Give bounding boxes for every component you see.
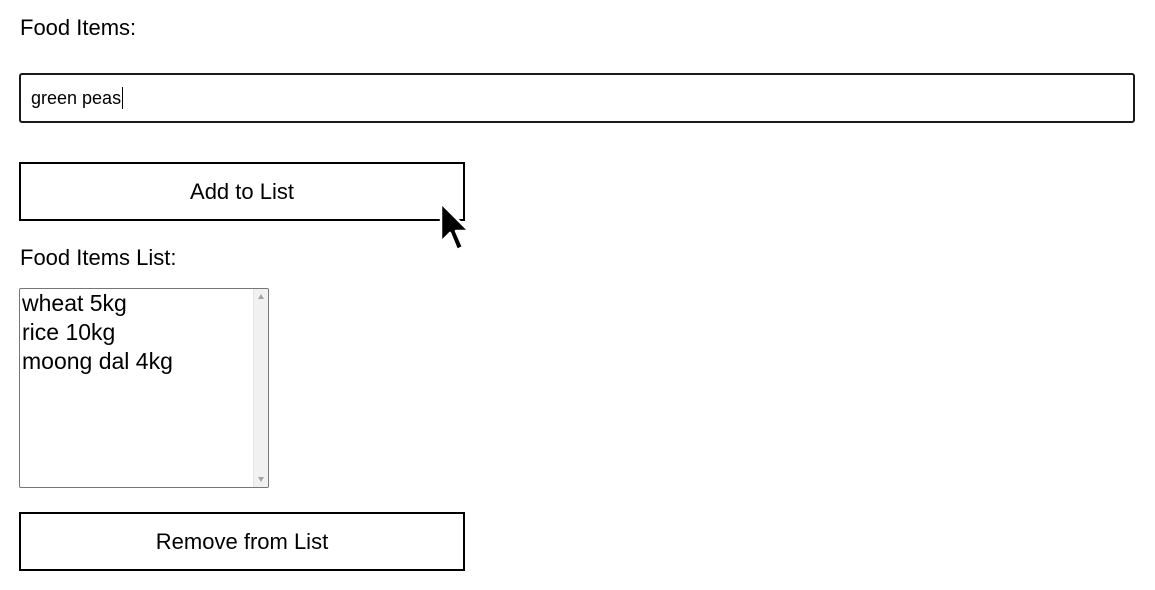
food-items-label: Food Items:: [20, 15, 137, 40]
food-items-listbox[interactable]: wheat 5kg rice 10kg moong dal 4kg: [19, 288, 269, 488]
add-to-list-button[interactable]: Add to List: [19, 162, 465, 221]
list-item[interactable]: rice 10kg: [22, 319, 116, 345]
text-caret: [122, 87, 124, 109]
food-item-input-value: green peas: [31, 87, 122, 108]
scroll-down-arrow-icon[interactable]: [258, 477, 264, 482]
listbox-scrollbar[interactable]: [253, 289, 268, 487]
list-item[interactable]: moong dal 4kg: [22, 348, 173, 374]
remove-from-list-button[interactable]: Remove from List: [19, 512, 465, 571]
scroll-up-arrow-icon[interactable]: [258, 294, 264, 299]
list-item[interactable]: wheat 5kg: [22, 290, 127, 316]
food-items-list-label: Food Items List:: [20, 245, 177, 270]
listbox-items: wheat 5kg rice 10kg moong dal 4kg: [22, 289, 252, 376]
food-item-input[interactable]: green peas: [19, 73, 1135, 123]
